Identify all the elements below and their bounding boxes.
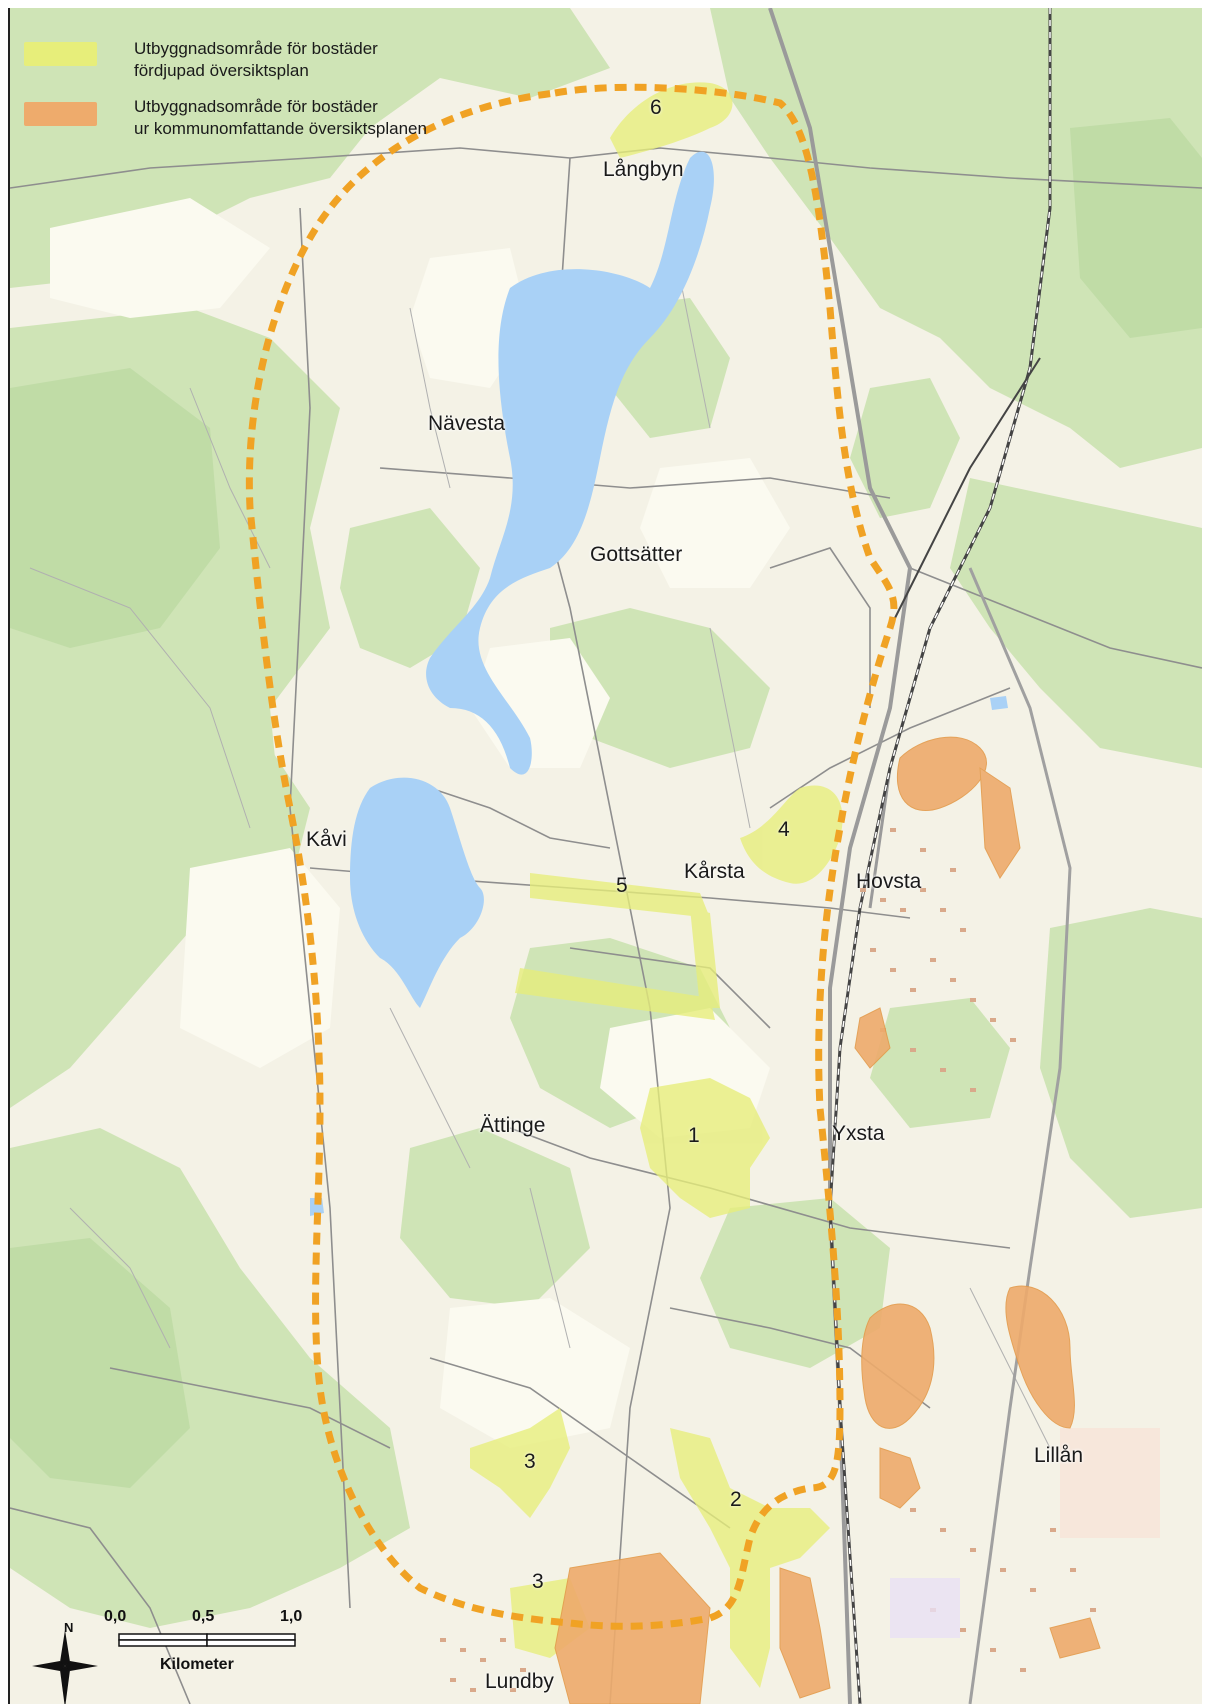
area-number-2: 2 [730,1488,742,1511]
area-number-1: 1 [688,1124,700,1147]
legend-swatch-orange [24,102,97,126]
legend-item-2-line1: Utbyggnadsområde för bostäder [134,97,378,116]
north-label: N [64,1620,74,1635]
settlement-lundby [440,1638,526,1692]
place-label-lillan: Lillån [1034,1444,1084,1467]
area-2-zone [670,1428,830,1688]
lake-north [426,151,714,775]
place-label-lundby: Lundby [485,1670,554,1693]
orange-yxsta-south [861,1303,935,1429]
map-canvas [10,8,1202,1704]
forest-areas [10,8,1202,1628]
north-arrow-icon [32,1630,98,1704]
area-number-3-north: 3 [524,1450,536,1473]
area-number-3-south: 3 [532,1570,544,1593]
legend-item-1-line1: Utbyggnadsområde för bostäder [134,39,378,58]
lillan-industrial [890,1578,960,1638]
area-5-zone-b [515,968,715,1020]
legend-item-2-line2: ur kommunomfattande översiktsplanen [134,119,427,138]
orange-south-small [779,1567,831,1699]
place-label-attinge: Ättinge [480,1114,546,1137]
scale-tick-10: 1,0 [280,1608,303,1625]
orange-lillan-mid [879,1447,921,1509]
place-label-navesta: Nävesta [428,412,506,435]
area-number-5: 5 [616,874,628,897]
area-number-4: 4 [778,818,790,841]
forest-dark-areas [10,118,1202,1488]
scale-bar: N 0,0 0,5 1,0 Kilometer [30,1608,330,1704]
legend-item-1: Utbyggnadsområde för bostäder fördjupad … [134,38,378,82]
area-5-zone-a [530,873,710,918]
map-legend: Utbyggnadsområde för bostäder fördjupad … [24,30,494,150]
settlement-hovsta [860,828,1016,1092]
place-label-hovsta: Hovsta [856,870,922,893]
legend-swatch-yellow [24,42,97,66]
place-label-gottsatter: Gottsätter [590,543,683,566]
place-label-yxsta: Yxsta [832,1122,885,1145]
area-1-zone [640,1078,770,1218]
plan-areas-orange [554,736,1101,1704]
area-6-zone [610,82,733,158]
area-3-north-zone [470,1408,570,1518]
orange-hovsta-north [896,736,987,812]
scale-bar-graphic [118,1633,296,1647]
plan-boundary [245,83,898,1630]
lillan-urban [1060,1428,1160,1538]
scale-tick-0: 0,0 [104,1608,127,1625]
area-number-6: 6 [650,96,662,119]
pond-east [990,696,1008,710]
place-label-kavi: Kåvi [306,828,347,851]
orange-hovsta-east [979,767,1021,879]
legend-item-2: Utbyggnadsområde för bostäder ur kommuno… [134,96,427,140]
lake-kavi [350,777,484,1008]
legend-item-1-line2: fördjupad översiktsplan [134,61,309,80]
orange-lillan-north [1005,1285,1075,1429]
orange-hovsta-west [854,1007,891,1069]
place-label-karsta: Kårsta [684,860,745,883]
map-frame: Utbyggnadsområde för bostäder fördjupad … [8,8,1202,1704]
orange-lillan-east [1049,1617,1101,1659]
scale-unit-label: Kilometer [160,1656,234,1673]
area-5-connector [690,908,720,1008]
scale-tick-05: 0,5 [192,1608,215,1625]
area-4-zone [740,785,843,884]
place-label-langbyn: Långbyn [603,158,684,181]
lakes [310,151,1008,1216]
plan-areas-yellow [470,82,843,1688]
